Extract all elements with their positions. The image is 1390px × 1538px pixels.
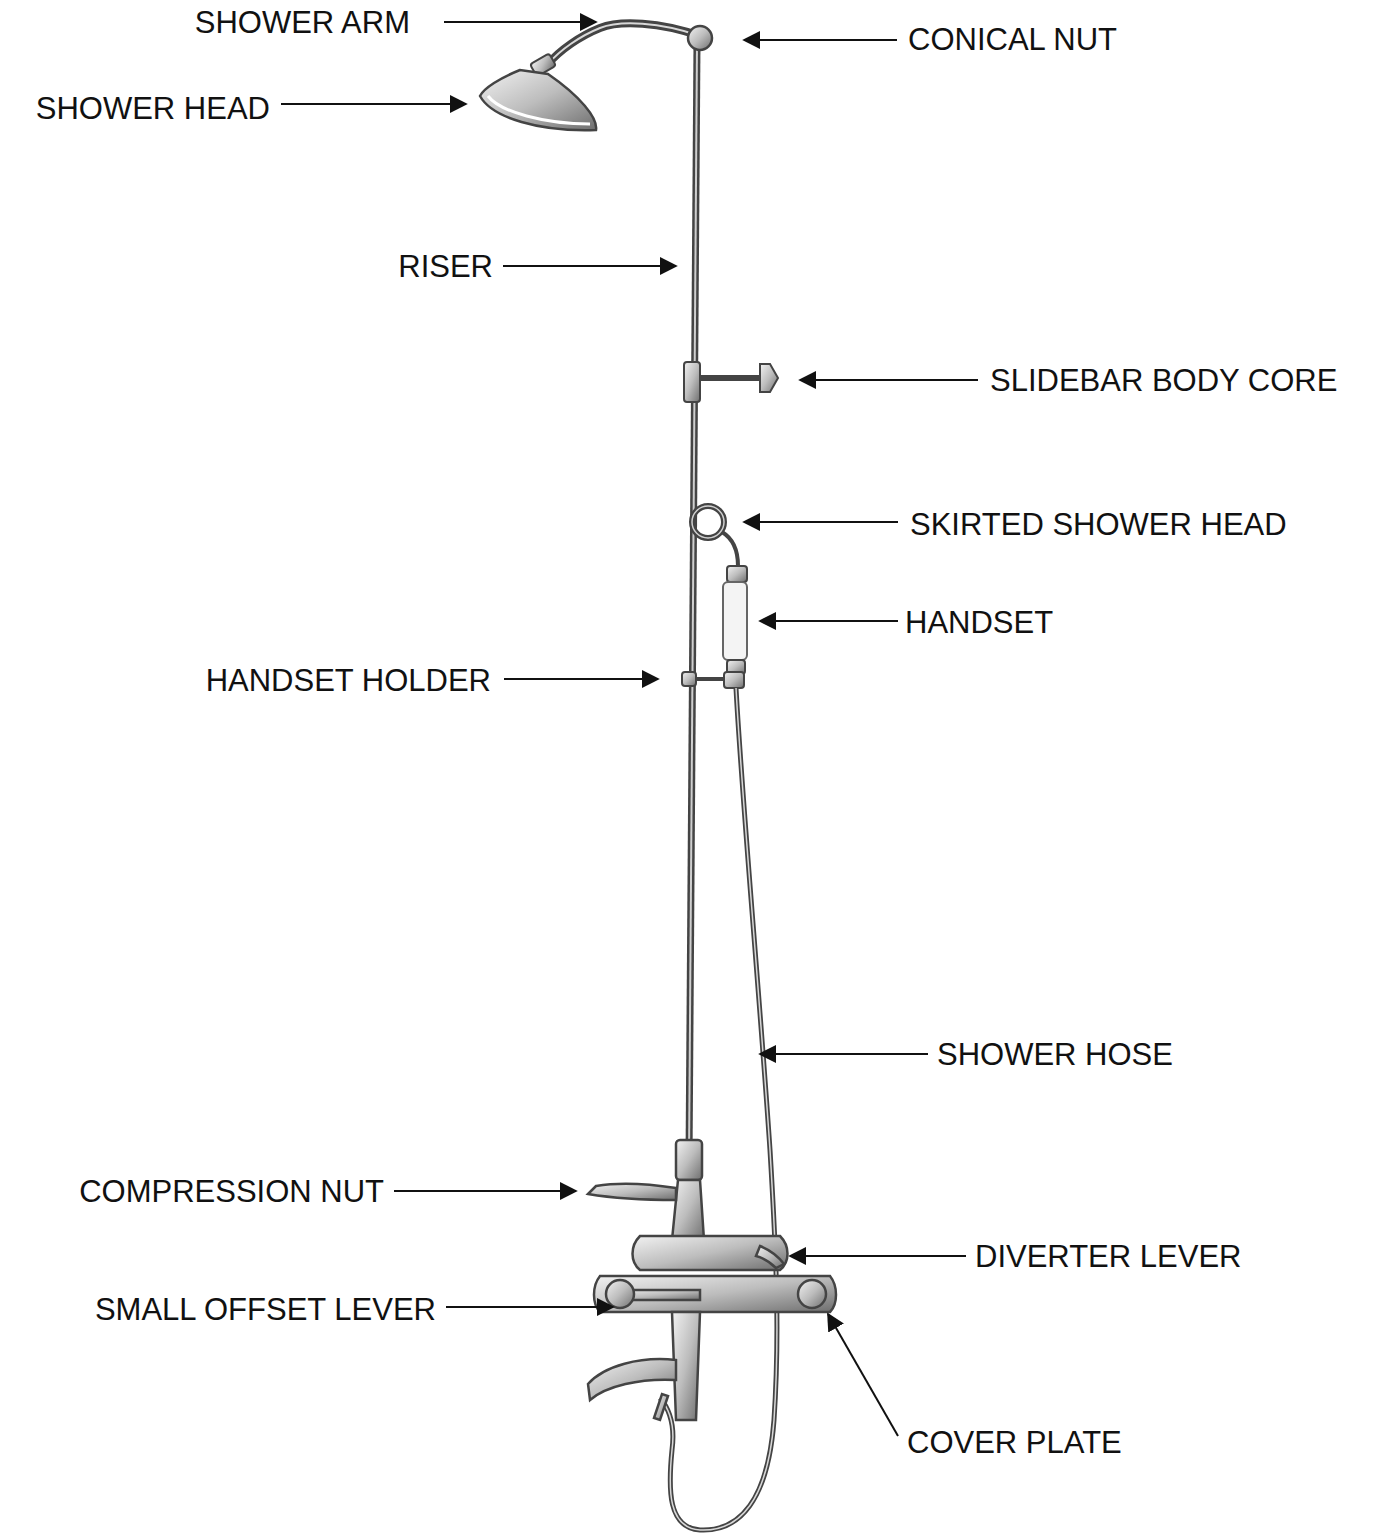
part-label: HANDSET [905, 607, 1053, 638]
skirted-shower-head [692, 506, 724, 538]
part-label: SMALL OFFSET LEVER [95, 1294, 436, 1325]
leader-arrow [744, 39, 897, 41]
compression-nut-body [676, 1140, 702, 1180]
handset-neck [722, 532, 738, 566]
diverter-body [633, 1236, 788, 1270]
leader-arrow [800, 379, 978, 381]
part-label: DIVERTER LEVER [975, 1241, 1241, 1272]
part-label: SLIDEBAR BODY CORE [990, 365, 1337, 396]
leader-arrow [760, 620, 898, 622]
handset-collar [727, 566, 747, 582]
part-label: SKIRTED SHOWER HEAD [910, 509, 1287, 540]
leader-arrow [760, 1053, 928, 1055]
bath-shower-mixer [588, 1140, 836, 1420]
left-cross-handle [606, 1280, 634, 1308]
leader-arrows [281, 22, 978, 1436]
part-label: CONICAL NUT [908, 24, 1117, 55]
slidebar-collar [684, 362, 700, 402]
riser-pipe [689, 42, 697, 1160]
leader-arrow [504, 678, 658, 680]
part-label: SHOWER HEAD [36, 93, 270, 124]
slidebar-stem [700, 375, 760, 381]
part-label: HANDSET HOLDER [206, 665, 491, 696]
spout-handle [654, 1394, 668, 1420]
wall-bracket [760, 364, 778, 392]
holder-arm [696, 677, 725, 681]
shower-arm [548, 23, 700, 64]
leader-arrow [394, 1190, 576, 1192]
shower-head [480, 70, 596, 130]
leader-arrow [744, 521, 898, 523]
shower-arm-highlight [548, 23, 700, 64]
holder-clamp [682, 672, 696, 686]
leader-arrow [503, 265, 676, 267]
conical-nut [688, 26, 712, 50]
part-label: COVER PLATE [907, 1427, 1122, 1458]
leader-arrow [281, 103, 466, 105]
leader-arrow [444, 21, 596, 23]
leader-arrow [790, 1255, 966, 1257]
handset-handle [723, 582, 747, 660]
ring-highlight [692, 506, 724, 538]
shower-hose [660, 688, 777, 1530]
part-label: COMPRESSION NUT [79, 1176, 384, 1207]
cover-plate [798, 1280, 826, 1308]
part-label: SHOWER HOSE [937, 1039, 1173, 1070]
riser-highlight [689, 42, 697, 1160]
mixer-bar [594, 1276, 836, 1312]
shower-head-face [488, 96, 590, 124]
part-label: RISER [398, 251, 493, 282]
holder-cradle [724, 672, 744, 688]
diverter-lever [756, 1246, 784, 1268]
hose-highlight [660, 688, 777, 1530]
compression-nut-lever [588, 1184, 676, 1200]
leader-arrow [828, 1314, 898, 1436]
part-label: SHOWER ARM [195, 7, 410, 38]
leader-arrow [446, 1306, 613, 1308]
